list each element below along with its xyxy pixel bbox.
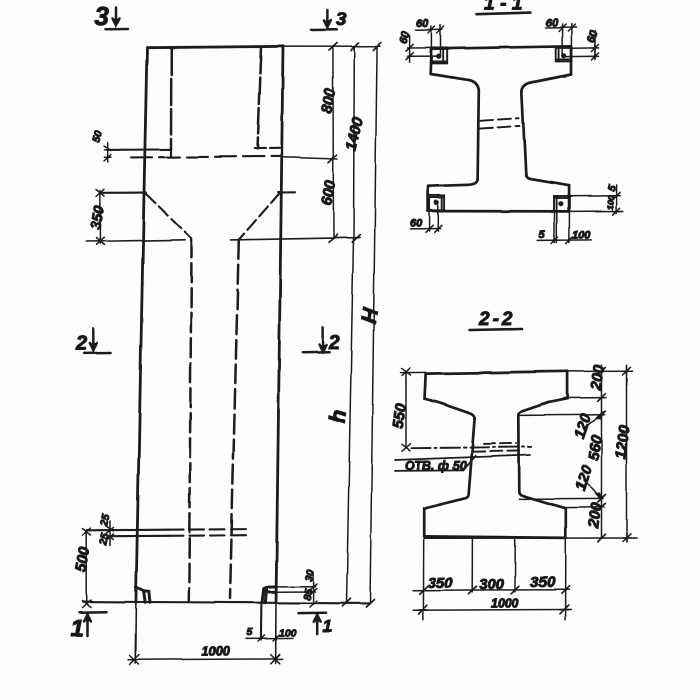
svg-text:1-1: 1-1 — [484, 0, 528, 15]
svg-text:25: 25 — [98, 513, 112, 528]
svg-text:100: 100 — [605, 195, 616, 210]
svg-text:60: 60 — [397, 29, 412, 45]
svg-text:ОТВ. ф 50: ОТВ. ф 50 — [405, 459, 467, 473]
svg-text:1000: 1000 — [202, 645, 230, 659]
svg-text:1200: 1200 — [612, 423, 634, 459]
svg-text:350: 350 — [530, 574, 556, 591]
svg-text:1: 1 — [71, 615, 84, 642]
svg-text:3: 3 — [337, 10, 347, 30]
svg-text:600: 600 — [318, 178, 339, 206]
svg-text:5: 5 — [606, 184, 619, 193]
svg-text:550: 550 — [390, 402, 410, 430]
svg-text:100: 100 — [279, 628, 297, 640]
svg-text:200: 200 — [587, 363, 608, 392]
svg-text:1: 1 — [323, 617, 332, 636]
svg-text:560: 560 — [585, 434, 605, 462]
svg-text:1400: 1400 — [342, 115, 367, 152]
svg-text:60: 60 — [410, 218, 423, 230]
svg-text:60: 60 — [417, 18, 430, 30]
svg-text:5: 5 — [247, 627, 253, 639]
svg-text:1000: 1000 — [491, 597, 519, 611]
svg-text:50: 50 — [90, 129, 105, 144]
svg-text:60: 60 — [546, 17, 559, 29]
svg-text:3: 3 — [94, 1, 109, 31]
svg-text:100: 100 — [573, 229, 592, 241]
svg-text:300: 300 — [479, 576, 505, 593]
svg-text:2: 2 — [328, 332, 340, 354]
svg-text:25: 25 — [97, 532, 111, 547]
svg-text:30: 30 — [303, 568, 317, 582]
svg-text:5: 5 — [539, 229, 546, 241]
svg-text:85: 85 — [302, 587, 316, 601]
svg-text:350: 350 — [88, 205, 108, 232]
svg-text:60: 60 — [585, 28, 600, 44]
svg-text:h: h — [325, 408, 351, 424]
svg-text:2-2: 2-2 — [478, 309, 515, 330]
svg-text:350: 350 — [428, 575, 454, 592]
svg-text:800: 800 — [318, 86, 339, 114]
svg-text:H: H — [357, 305, 382, 325]
svg-text:500: 500 — [73, 545, 94, 573]
svg-text:2: 2 — [75, 333, 87, 355]
svg-text:200: 200 — [585, 501, 606, 530]
